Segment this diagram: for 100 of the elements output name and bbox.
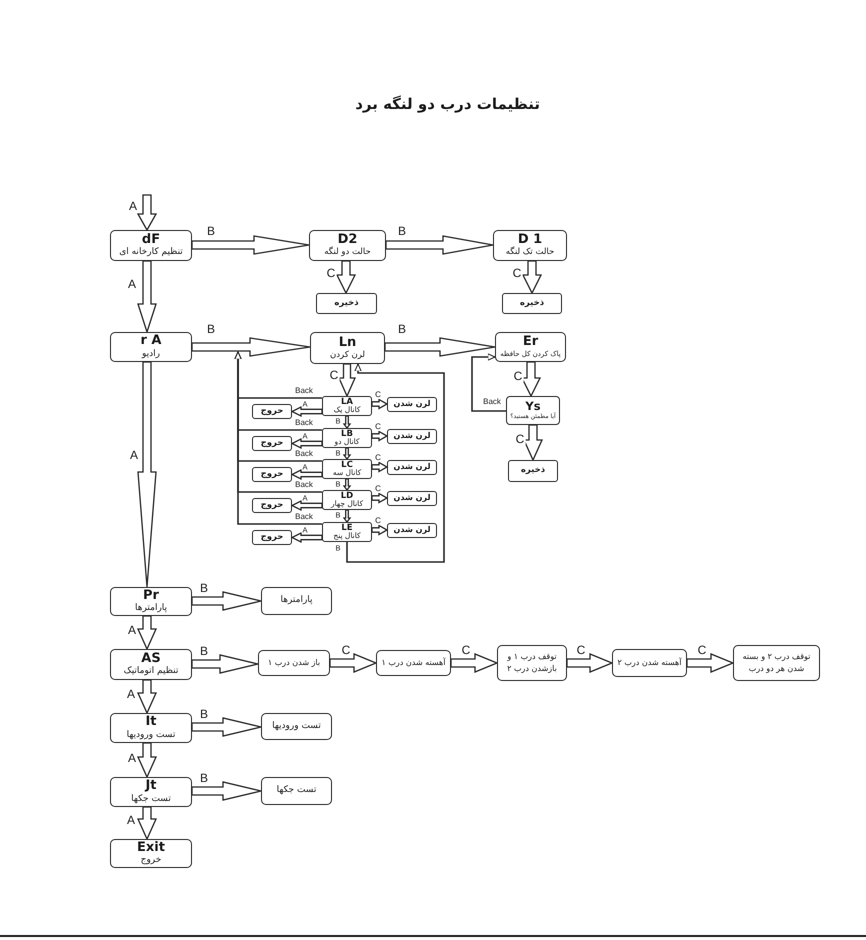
block-arrow	[520, 361, 542, 398]
block-arrow	[137, 806, 157, 841]
edge-label: C	[374, 517, 382, 525]
process-box: آهسته شدن درب ۱	[376, 650, 451, 676]
process-box: تست جکها	[261, 777, 332, 805]
edge-label: A	[127, 624, 137, 636]
description-text: تنظیم اتوماتیک	[124, 666, 178, 678]
process-box: لرن شدن	[387, 523, 437, 538]
edge-label: A	[128, 200, 138, 212]
edge-label: C	[326, 267, 336, 279]
process-box: لرن شدن	[387, 491, 437, 506]
code-heading: AS	[141, 652, 161, 666]
code-heading: LD	[340, 492, 354, 500]
menu-box	[309, 230, 386, 261]
block-arrow	[290, 438, 323, 450]
description-text: تست جکها	[131, 794, 171, 805]
block-arrow	[137, 361, 157, 588]
edge-label: Back	[294, 387, 314, 395]
edge-label: Back	[482, 398, 502, 406]
edge-label: A	[126, 688, 136, 700]
process-box: حروج	[252, 467, 292, 482]
block-arrow	[290, 468, 323, 480]
menu-box	[322, 428, 372, 448]
block-arrow	[450, 653, 499, 673]
block-arrow	[342, 478, 352, 492]
block-arrow	[137, 742, 157, 779]
block-arrow	[371, 492, 388, 504]
block-arrow	[191, 235, 310, 255]
menu-box	[322, 396, 372, 416]
edge-label: C	[340, 644, 352, 656]
code-heading: dF	[142, 232, 160, 247]
code-heading: Exit	[137, 840, 165, 856]
block-arrow	[191, 654, 259, 674]
edge-label: B	[206, 323, 216, 335]
block-arrow	[371, 430, 388, 442]
code-heading: r A	[140, 334, 162, 349]
process-box: حروج	[252, 498, 292, 513]
block-arrow	[566, 653, 614, 673]
block-arrow	[342, 447, 352, 460]
edge-label: Back	[294, 513, 314, 521]
menu-box	[495, 332, 566, 362]
block-arrow	[371, 461, 388, 473]
process-box: حروج	[252, 404, 292, 419]
edge-label: Back	[294, 450, 314, 458]
process-box: ذخیره	[316, 293, 377, 314]
title: تنظیمات درب دو لنگه برد	[355, 95, 540, 113]
menu-box	[110, 839, 192, 868]
code-heading: LE	[341, 524, 353, 532]
block-arrow	[137, 615, 157, 651]
block-arrow	[290, 500, 323, 512]
edge-label: C	[328, 369, 340, 381]
process-box: تست ورودیها	[261, 713, 332, 740]
process-box: توقف درب ۲ و بسته شدن هر دو درب	[733, 645, 820, 681]
edge-label: C	[576, 644, 586, 656]
connector-line	[471, 353, 506, 412]
block-arrow	[329, 653, 378, 673]
code-heading: Ys	[525, 400, 541, 414]
edge-label: C	[374, 454, 382, 462]
edge-label: A	[126, 814, 136, 826]
block-arrow	[385, 235, 494, 255]
edge-label: B	[397, 225, 407, 237]
block-arrow	[191, 337, 311, 357]
code-heading: D 1	[518, 233, 542, 248]
block-arrow	[191, 781, 262, 801]
edge-label: A	[129, 449, 139, 461]
process-box: آهسته شدن درب ۲	[612, 649, 687, 677]
edge-label: C	[514, 433, 526, 445]
process-box: لرن شدن	[387, 397, 437, 412]
process-box: حروج	[252, 436, 292, 451]
menu-box	[110, 649, 192, 680]
process-box: توقف درب ۱ و بازشدن درب ۲	[497, 645, 567, 681]
process-box: حروج	[252, 530, 292, 545]
block-arrow	[338, 363, 356, 398]
block-arrow	[342, 509, 352, 524]
connector-line	[234, 352, 322, 525]
menu-box	[506, 396, 560, 425]
code-heading: Jt	[145, 779, 157, 794]
block-arrow	[290, 532, 323, 544]
block-arrow	[290, 406, 323, 418]
block-arrow	[371, 524, 388, 536]
code-heading: LA	[341, 398, 353, 406]
menu-box	[322, 459, 372, 479]
connector-line	[346, 364, 445, 563]
description-text: پارامترها	[134, 603, 168, 614]
process-box: لرن شدن	[387, 460, 437, 475]
description-text: تست ورودیها	[126, 730, 176, 741]
menu-box	[110, 332, 192, 362]
description-text: تنظیم کارخانه ای	[119, 247, 183, 258]
menu-box	[110, 713, 192, 743]
process-box: باز شدن درب ۱	[258, 650, 330, 676]
menu-box	[110, 777, 192, 807]
edge-label: B	[199, 708, 209, 720]
block-arrow	[384, 337, 496, 357]
menu-box	[310, 332, 385, 364]
menu-box	[493, 230, 567, 261]
code-heading: LC	[341, 460, 353, 470]
edge-label: B	[397, 323, 407, 335]
edge-label: Back	[294, 481, 314, 489]
code-heading: Pr	[143, 588, 159, 603]
description-text: رادیو	[142, 348, 160, 360]
